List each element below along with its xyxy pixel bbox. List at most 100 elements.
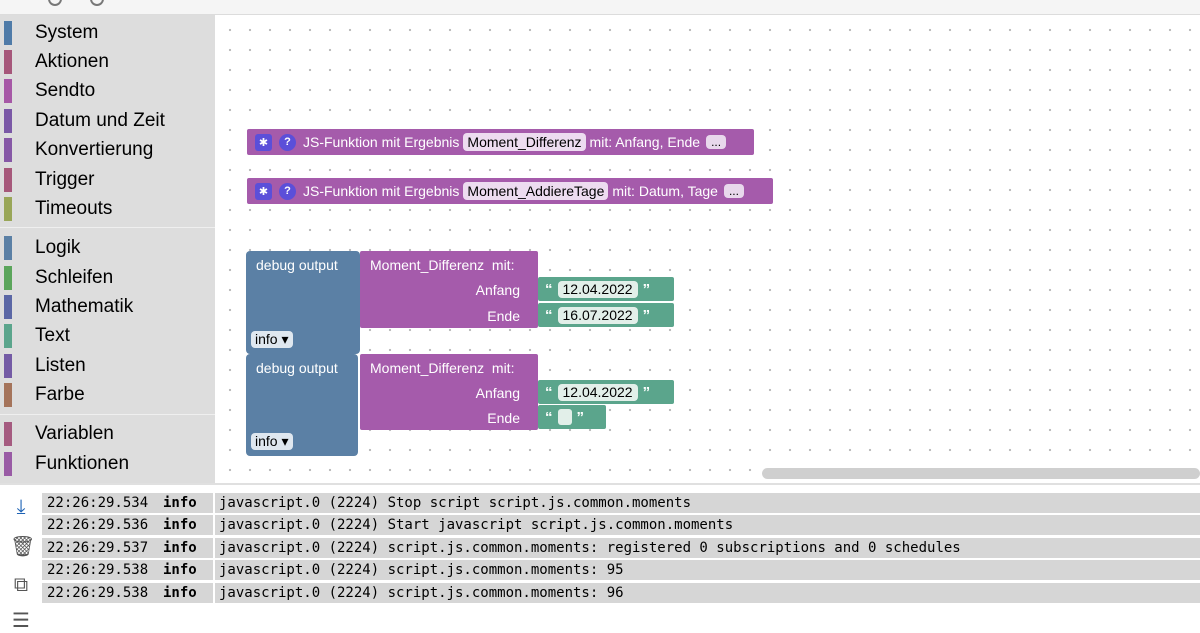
- block-params-text: mit: Datum, Tage: [612, 183, 718, 199]
- function-name-field[interactable]: Moment_AddiereTage: [463, 182, 609, 200]
- category-label: Listen: [35, 354, 86, 376]
- category-color-bar: [4, 421, 12, 446]
- text-block[interactable]: “ ”: [538, 405, 606, 429]
- category-color-bar: [4, 353, 12, 378]
- quote-open-icon: “: [545, 306, 553, 324]
- text-block[interactable]: “ 12.04.2022 ”: [538, 277, 674, 301]
- toolbox-category-aktionen[interactable]: Aktionen: [0, 47, 215, 76]
- category-color-bar: [4, 294, 12, 319]
- log-time: 22:26:29.538: [47, 562, 149, 578]
- workspace-horizontal-scrollbar[interactable]: [762, 468, 1200, 479]
- log-time: 22:26:29.537: [47, 540, 149, 556]
- function-name-field[interactable]: Moment_Differenz: [463, 133, 586, 151]
- toolbox-category-funktionen[interactable]: Funktionen: [0, 449, 215, 478]
- more-button[interactable]: ...: [706, 135, 727, 149]
- category-color-bar: [4, 137, 12, 162]
- js-function-block-moment-addieretage[interactable]: ✱ ? JS-Funktion mit Ergebnis Moment_Addi…: [247, 178, 773, 204]
- category-color-bar: [4, 265, 12, 290]
- argument-label-ende: Ende: [487, 308, 520, 324]
- log-message: javascript.0 (2224) Stop script script.j…: [213, 493, 691, 513]
- toolbox-category-logik[interactable]: Logik: [0, 233, 215, 262]
- function-call-label: Moment_Differenz mit:: [370, 360, 515, 376]
- help-icon[interactable]: ?: [279, 133, 296, 151]
- text-value-field[interactable]: 12.04.2022: [557, 383, 638, 401]
- log-time: 22:26:29.538: [47, 585, 149, 601]
- debug-output-block[interactable]: debug output info ▾: [246, 354, 358, 456]
- category-label: Schleifen: [35, 266, 114, 288]
- block-params-text: mit: Anfang, Ende: [589, 134, 701, 150]
- log-row: 22:26:29.534 info javascript.0 (2224) St…: [42, 493, 1200, 513]
- log-row: 22:26:29.538 info javascript.0 (2224) sc…: [42, 583, 1200, 603]
- category-label: Funktionen: [35, 452, 130, 474]
- block-title: debug output: [256, 257, 338, 273]
- category-label: Konvertierung: [35, 138, 154, 160]
- category-color-bar: [4, 451, 12, 476]
- log-level-dropdown[interactable]: info ▾: [251, 331, 293, 348]
- function-call-block[interactable]: Moment_Differenz mit: Anfang Ende: [360, 354, 538, 430]
- toolbox-category-datum-und-zeit[interactable]: Datum und Zeit: [0, 106, 215, 135]
- log-panel: ⤓ 🗑 ⧉ ☰ 22:26:29.534 info javascript.0 (…: [0, 483, 1200, 632]
- log-message: javascript.0 (2224) script.js.common.mom…: [213, 560, 624, 580]
- function-call-label: Moment_Differenz mit:: [370, 257, 515, 273]
- toolbox-category-schleifen[interactable]: Schleifen: [0, 263, 215, 292]
- category-label: Trigger: [35, 168, 95, 190]
- category-color-bar: [4, 78, 12, 103]
- toolbox-category-konvertierung[interactable]: Konvertierung: [0, 135, 215, 164]
- help-icon[interactable]: [90, 0, 104, 6]
- blockly-workspace[interactable]: ✱ ? JS-Funktion mit Ergebnis Moment_Diff…: [215, 15, 1200, 483]
- category-color-bar: [4, 167, 12, 192]
- log-time: 22:26:29.536: [47, 517, 149, 533]
- log-row: 22:26:29.537 info javascript.0 (2224) sc…: [42, 538, 1200, 558]
- delete-icon[interactable]: 🗑: [10, 536, 36, 558]
- quote-close-icon: ”: [642, 306, 651, 324]
- quote-close-icon: ”: [642, 280, 651, 298]
- text-value-field[interactable]: 16.07.2022: [557, 306, 638, 324]
- copy-icon[interactable]: ⧉: [13, 574, 29, 596]
- text-block[interactable]: “ 12.04.2022 ”: [538, 380, 674, 404]
- toolbox-category-listen[interactable]: Listen: [0, 351, 215, 380]
- help-icon[interactable]: ?: [279, 182, 296, 200]
- gear-icon[interactable]: ✱: [255, 133, 272, 151]
- category-label: Aktionen: [35, 50, 109, 72]
- category-color-bar: [4, 20, 12, 45]
- quote-open-icon: “: [545, 383, 553, 401]
- toolbox-category-system[interactable]: System: [0, 18, 215, 47]
- quote-close-icon: ”: [642, 383, 651, 401]
- text-block[interactable]: “ 16.07.2022 ”: [538, 303, 674, 327]
- toolbox-separator: [0, 414, 215, 415]
- js-function-block-moment-differenz[interactable]: ✱ ? JS-Funktion mit Ergebnis Moment_Diff…: [247, 129, 754, 155]
- toolbox-category-farbe[interactable]: Farbe: [0, 380, 215, 409]
- argument-label-ende: Ende: [487, 410, 520, 426]
- log-level: info: [163, 562, 197, 578]
- scroll-down-icon[interactable]: ⤓: [16, 496, 26, 518]
- quote-open-icon: “: [545, 408, 553, 426]
- category-color-bar: [4, 235, 12, 260]
- log-level-dropdown[interactable]: info ▾: [251, 433, 293, 450]
- more-button[interactable]: ...: [723, 184, 744, 198]
- category-label: Variablen: [35, 422, 114, 444]
- toolbox-category-trigger[interactable]: Trigger: [0, 165, 215, 194]
- category-color-bar: [4, 196, 12, 221]
- text-value-field[interactable]: 12.04.2022: [557, 280, 638, 298]
- function-call-block[interactable]: Moment_Differenz mit: Anfang Ende: [360, 251, 538, 328]
- list-icon[interactable]: ☰: [12, 610, 30, 632]
- log-time: 22:26:29.534: [47, 495, 149, 511]
- category-color-bar: [4, 323, 12, 348]
- toolbox-category-timeouts[interactable]: Timeouts: [0, 194, 215, 223]
- gear-icon[interactable]: ✱: [255, 182, 272, 200]
- text-value-field[interactable]: [557, 409, 572, 425]
- log-message: javascript.0 (2224) script.js.common.mom…: [213, 583, 624, 603]
- argument-label-anfang: Anfang: [475, 282, 520, 298]
- toolbox-category-text[interactable]: Text: [0, 321, 215, 350]
- toolbox-category-variablen[interactable]: Variablen: [0, 419, 215, 448]
- category-color-bar: [4, 382, 12, 407]
- toolbox-category-sendto[interactable]: Sendto: [0, 76, 215, 105]
- top-toolbar: [0, 0, 1200, 15]
- category-color-bar: [4, 49, 12, 74]
- quote-close-icon: ”: [576, 408, 585, 426]
- debug-output-block[interactable]: debug output info ▾: [246, 251, 360, 354]
- category-color-bar: [4, 108, 12, 133]
- toolbox-category-mathematik[interactable]: Mathematik: [0, 292, 215, 321]
- toolbox-separator: [0, 227, 215, 228]
- settings-icon[interactable]: [48, 0, 62, 6]
